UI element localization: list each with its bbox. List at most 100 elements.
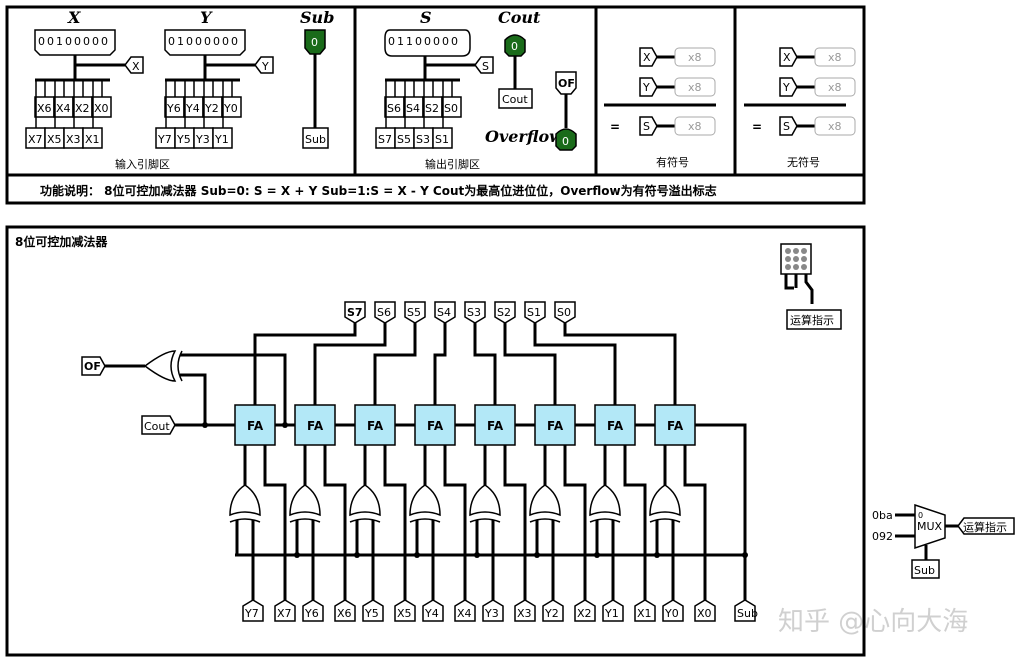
pin: S7 bbox=[375, 127, 396, 149]
svg-text:X5: X5 bbox=[397, 607, 412, 620]
pin: Y4 bbox=[183, 96, 204, 118]
svg-text:X3: X3 bbox=[517, 607, 532, 620]
bottom-pin-x0: X0 bbox=[694, 599, 716, 622]
xor-gate bbox=[589, 484, 621, 523]
watermark: 知乎 @心向大海 bbox=[778, 607, 968, 637]
svg-text:Y1: Y1 bbox=[604, 607, 619, 620]
overflow-title: Overflow bbox=[485, 127, 564, 146]
wire bbox=[503, 445, 527, 600]
svg-text:FA: FA bbox=[427, 419, 444, 433]
svg-text:Sub: Sub bbox=[305, 133, 326, 146]
xor-gate-overflow bbox=[143, 350, 183, 382]
svg-text:运算指示: 运算指示 bbox=[963, 520, 1007, 534]
svg-text:01000000: 01000000 bbox=[168, 35, 240, 48]
sum-pin-s4: S4 bbox=[434, 301, 456, 324]
sub-input-pin[interactable]: 0 bbox=[304, 29, 326, 55]
svg-text:S2: S2 bbox=[497, 306, 511, 319]
pin: S1 bbox=[432, 127, 453, 149]
bottom-pin-x3: X3 bbox=[514, 599, 536, 622]
wire bbox=[683, 445, 707, 600]
svg-text:Y3: Y3 bbox=[195, 133, 210, 146]
signed-caption: 有符号 bbox=[656, 155, 689, 169]
bottom-pin-y3: Y3 bbox=[482, 599, 504, 622]
svg-text:X0: X0 bbox=[697, 607, 712, 620]
svg-text:Cout: Cout bbox=[144, 420, 170, 433]
splitters: XX6X7X4X5X2X3X0X1YY6Y7Y4Y5Y2Y3Y0Y1SS6S7S… bbox=[25, 55, 494, 149]
svg-text:S4: S4 bbox=[406, 102, 420, 115]
mux-in0: 0ba bbox=[872, 509, 893, 522]
s-output-pin: 01100000 bbox=[384, 29, 471, 57]
svg-text:00100000: 00100000 bbox=[38, 35, 110, 48]
mux-in1: 092 bbox=[872, 530, 893, 543]
svg-text:Y3: Y3 bbox=[484, 607, 499, 620]
cout-pin: Cout bbox=[141, 415, 176, 435]
svg-text:Y2: Y2 bbox=[204, 102, 219, 115]
pin: S5 bbox=[394, 127, 415, 149]
svg-text:FA: FA bbox=[607, 419, 624, 433]
svg-text:X1: X1 bbox=[85, 133, 100, 146]
wire bbox=[533, 323, 617, 405]
wire bbox=[373, 323, 417, 405]
pin: X4 bbox=[53, 96, 74, 118]
output-caption: 输出引脚区 bbox=[425, 157, 480, 171]
mux: 0ba 092 0 MUX bbox=[872, 503, 958, 560]
circuit-title: 8位可控加减法器 bbox=[15, 234, 108, 249]
svg-text:Y6: Y6 bbox=[166, 102, 181, 115]
svg-text:S3: S3 bbox=[467, 306, 481, 319]
pin: X7 bbox=[25, 127, 46, 149]
svg-text:S5: S5 bbox=[407, 306, 421, 319]
pin: Y7 bbox=[155, 127, 176, 149]
svg-text:X3: X3 bbox=[66, 133, 81, 146]
svg-text:X4: X4 bbox=[457, 607, 472, 620]
cout-title: Cout bbox=[498, 8, 541, 27]
svg-text:S1: S1 bbox=[527, 306, 541, 319]
pin: S2 bbox=[422, 96, 443, 118]
signed-equals: = bbox=[610, 120, 620, 134]
sum-pin-s5: S5 bbox=[404, 301, 426, 324]
pin: X0 bbox=[91, 96, 112, 118]
bottom-pin-x2: X2 bbox=[574, 599, 596, 622]
bottom-pin-y5: Y5 bbox=[362, 599, 384, 622]
circuit-frame bbox=[5, 225, 866, 657]
pin: X5 bbox=[44, 127, 65, 149]
svg-text:S4: S4 bbox=[437, 306, 451, 319]
of-pin: OF bbox=[81, 356, 106, 376]
svg-text:FA: FA bbox=[307, 419, 324, 433]
full-adder: FA bbox=[534, 404, 576, 446]
svg-text:S5: S5 bbox=[397, 133, 411, 146]
svg-text:Y: Y bbox=[642, 81, 650, 94]
description-frame bbox=[5, 173, 866, 205]
wire bbox=[313, 323, 387, 405]
cout-pin: Cout bbox=[498, 88, 533, 109]
svg-text:Y4: Y4 bbox=[424, 607, 439, 620]
bottom-pin-y4: Y4 bbox=[422, 599, 444, 622]
y-input-pin[interactable]: 01000000 bbox=[164, 29, 246, 56]
xor-gate bbox=[649, 484, 681, 523]
svg-text:X7: X7 bbox=[277, 607, 292, 620]
full-adder: FA bbox=[234, 404, 276, 446]
description-text: 功能说明： 8位可控加减法器 Sub=0: S = X + Y Sub=1:S … bbox=[40, 183, 717, 198]
svg-text:S3: S3 bbox=[416, 133, 430, 146]
svg-text:X: X bbox=[132, 60, 140, 73]
pin: Y3 bbox=[193, 127, 214, 149]
svg-text:X: X bbox=[643, 51, 651, 64]
svg-text:0: 0 bbox=[918, 511, 923, 520]
sum-pin-s1: S1 bbox=[524, 301, 546, 324]
pin: Y5 bbox=[174, 127, 195, 149]
bottom-pin-x6: X6 bbox=[334, 599, 356, 622]
svg-text:FA: FA bbox=[487, 419, 504, 433]
bottom-pin-y1: Y1 bbox=[602, 599, 624, 622]
pin: X6 bbox=[34, 96, 55, 118]
svg-text:x8: x8 bbox=[688, 51, 702, 64]
svg-text:Y4: Y4 bbox=[185, 102, 200, 115]
wire bbox=[263, 445, 287, 600]
sum-pin-s7: S7 bbox=[344, 301, 366, 324]
svg-text:X6: X6 bbox=[337, 607, 352, 620]
x-input-pin[interactable]: 00100000 bbox=[34, 29, 116, 56]
bottom-pin-y0: Y0 bbox=[662, 599, 684, 622]
display-tunnel: 运算指示 bbox=[786, 309, 842, 330]
pin: Y0 bbox=[221, 96, 242, 118]
